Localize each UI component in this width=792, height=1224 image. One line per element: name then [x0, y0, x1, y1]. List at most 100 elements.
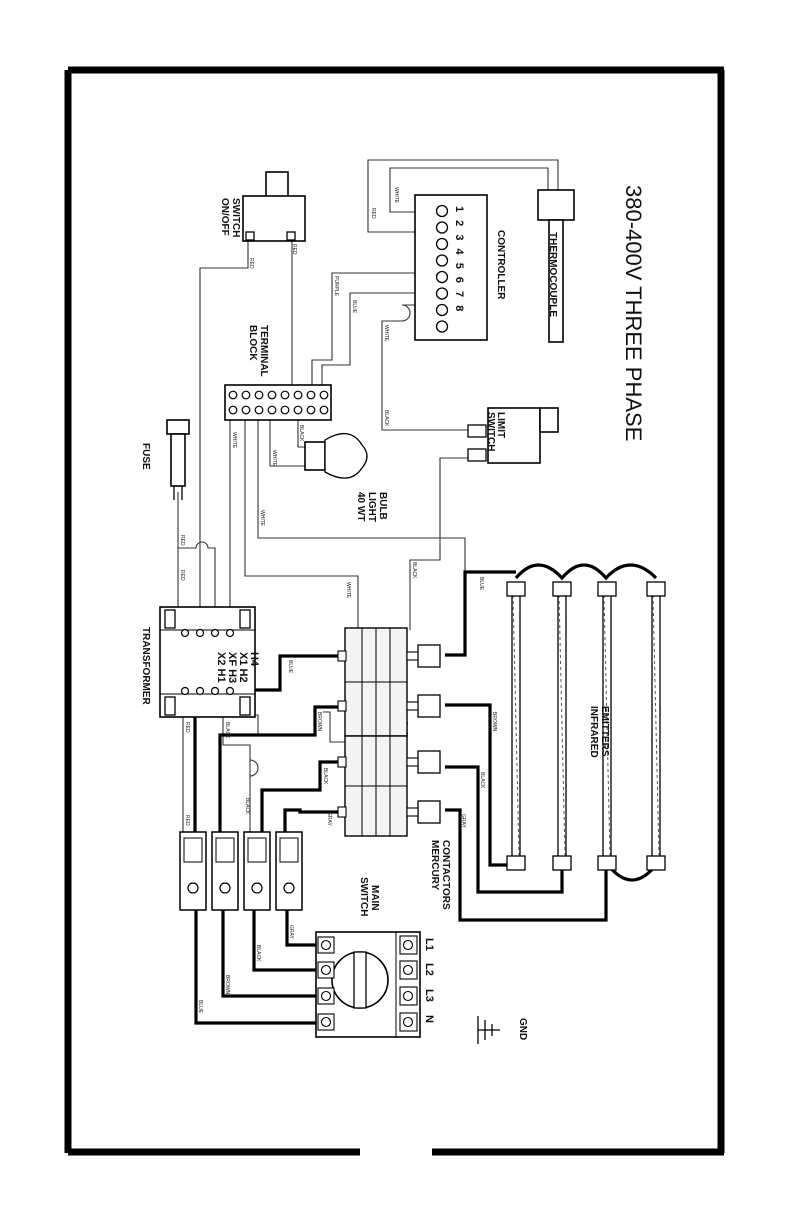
controller-terminal	[435, 287, 449, 300]
contactor-input	[337, 700, 347, 712]
wire-label-gray: GRAY	[288, 925, 294, 939]
wire-label-gray: GRAY	[326, 812, 332, 826]
wire-label-white: WHITE	[271, 450, 277, 467]
contactor-post	[417, 750, 441, 774]
transformer-terminal	[210, 628, 220, 638]
terminal-screw	[267, 390, 277, 400]
emitter-end-cap	[597, 581, 617, 597]
transformer-terminal	[195, 686, 205, 696]
contactor-post-stem	[406, 757, 419, 767]
terminal-screw	[228, 405, 238, 415]
light-bulb-label: 40 WT LIGHT BULB	[355, 492, 388, 525]
wire-label-black: BLACK	[298, 425, 304, 442]
infrared-emitters-label-line1: INFRARED	[588, 706, 599, 758]
fuse	[166, 419, 190, 500]
contactor-input	[337, 806, 347, 818]
wire-label-brown: BROWN	[491, 712, 497, 732]
main-switch-screw	[320, 939, 332, 951]
wire-label-black: BLACK	[411, 562, 417, 579]
wire-label-red: RED	[184, 722, 190, 733]
emitter-filament	[603, 594, 611, 856]
emitter-tube	[511, 591, 521, 859]
terminal-block-screws	[228, 390, 329, 415]
wire-label-blue: BLUE	[351, 300, 357, 314]
transformer-row3: X1 H2	[237, 652, 249, 683]
terminal-block	[224, 384, 332, 421]
wire-label-blue: BLUE	[287, 660, 293, 674]
wire-label-black: BLACK	[479, 772, 485, 789]
contactor-post	[417, 800, 441, 824]
contactor-post-stem	[406, 651, 419, 661]
thermocouple	[537, 189, 575, 343]
terminal-screw	[306, 390, 316, 400]
emitter-end-cap	[552, 581, 572, 597]
transformer	[159, 606, 256, 718]
main-switch-screw	[320, 964, 332, 976]
page-border	[64, 66, 725, 1156]
phase-label: L2	[423, 963, 435, 976]
terminal-screw	[280, 405, 290, 415]
wire-label-white: WHITE	[259, 510, 265, 527]
transformer-pin-labels: X2 H1 XF H3 X1 H2 H4	[215, 652, 260, 686]
on-off-switch-label: ON/OFF SWITCH	[219, 198, 241, 239]
transformer-terminal	[210, 686, 220, 696]
light-bulb-label-line3: BULB	[377, 492, 388, 520]
wire-label-black: BLACK	[322, 768, 328, 785]
transformer-terminal	[225, 686, 235, 696]
infrared-emitters-label: INFRARED EMITTERS	[588, 706, 610, 760]
contactor-post	[417, 644, 441, 668]
terminal-block-label: TERMINAL BLOCK	[247, 325, 269, 379]
terminal-screw	[306, 405, 316, 415]
main-switch-label-line1: MAIN	[369, 885, 380, 911]
terminal-screw	[254, 390, 264, 400]
transformer-terminal	[195, 628, 205, 638]
transformer-label: TRANSFORMER	[140, 627, 151, 706]
emitter-end-cap	[506, 581, 526, 597]
limit-switch-label-line1: LIMIT	[495, 412, 506, 438]
transformer-row4: H4	[248, 652, 260, 667]
fuse-holder-screw	[219, 882, 231, 894]
controller-terminal	[435, 204, 449, 218]
main-switch-output-screw	[402, 939, 414, 951]
controller-terminal-numbers: 1 2 3 4 5 6 7 8	[453, 206, 465, 314]
wire-label-white: WHITE	[231, 432, 237, 449]
wire-label-blue: BLUE	[478, 577, 484, 591]
infrared-emitters-label-line2: EMITTERS	[599, 706, 610, 757]
fuse-holder-screw	[283, 882, 295, 894]
emitter-end-cap	[552, 855, 572, 871]
controller-label: CONTROLLER	[495, 230, 506, 300]
fuse-holder-screw	[251, 882, 263, 894]
terminal-screw	[319, 405, 329, 415]
main-switch-output-screw	[402, 1016, 414, 1028]
wire-label-red: RED	[179, 535, 185, 546]
on-off-switch-label-line1: ON/OFF	[219, 198, 230, 236]
diagram-title: 380-400V THREE PHASE	[621, 185, 646, 441]
emitter-end-cap	[506, 855, 526, 871]
wire-label-gray: GRAY	[460, 814, 466, 828]
contactor-input	[337, 650, 347, 662]
wire-label-blue: BLUE	[197, 1000, 203, 1014]
phase-label: N	[423, 1015, 435, 1023]
light-bulb-label-line1: 40 WT	[355, 492, 366, 521]
terminal-screw	[228, 390, 238, 400]
phase-label: L3	[423, 989, 435, 1002]
wire-label-red: RED	[248, 258, 254, 269]
wire-label-black: BLACK	[224, 722, 230, 739]
emitter-end-cap	[597, 855, 617, 871]
terminal-screw	[293, 390, 303, 400]
main-switch-output-screw	[402, 990, 414, 1002]
emitter-end-cap	[646, 855, 666, 871]
emitter-filament	[512, 594, 520, 856]
wire-label-red: RED	[291, 244, 297, 255]
controller-terminal	[435, 320, 449, 333]
emitter-end-cap	[646, 581, 666, 597]
wire-label-black: BLACK	[244, 798, 250, 815]
terminal-screw	[319, 390, 329, 400]
limit-switch	[467, 407, 559, 464]
transformer-terminal	[225, 628, 235, 638]
mercury-contactors-label-line2: CONTACTORS	[440, 840, 451, 910]
ground-symbol-icon	[477, 1016, 500, 1044]
terminal-block-label-line1: TERMINAL	[258, 325, 269, 377]
contactor-input	[337, 756, 347, 768]
